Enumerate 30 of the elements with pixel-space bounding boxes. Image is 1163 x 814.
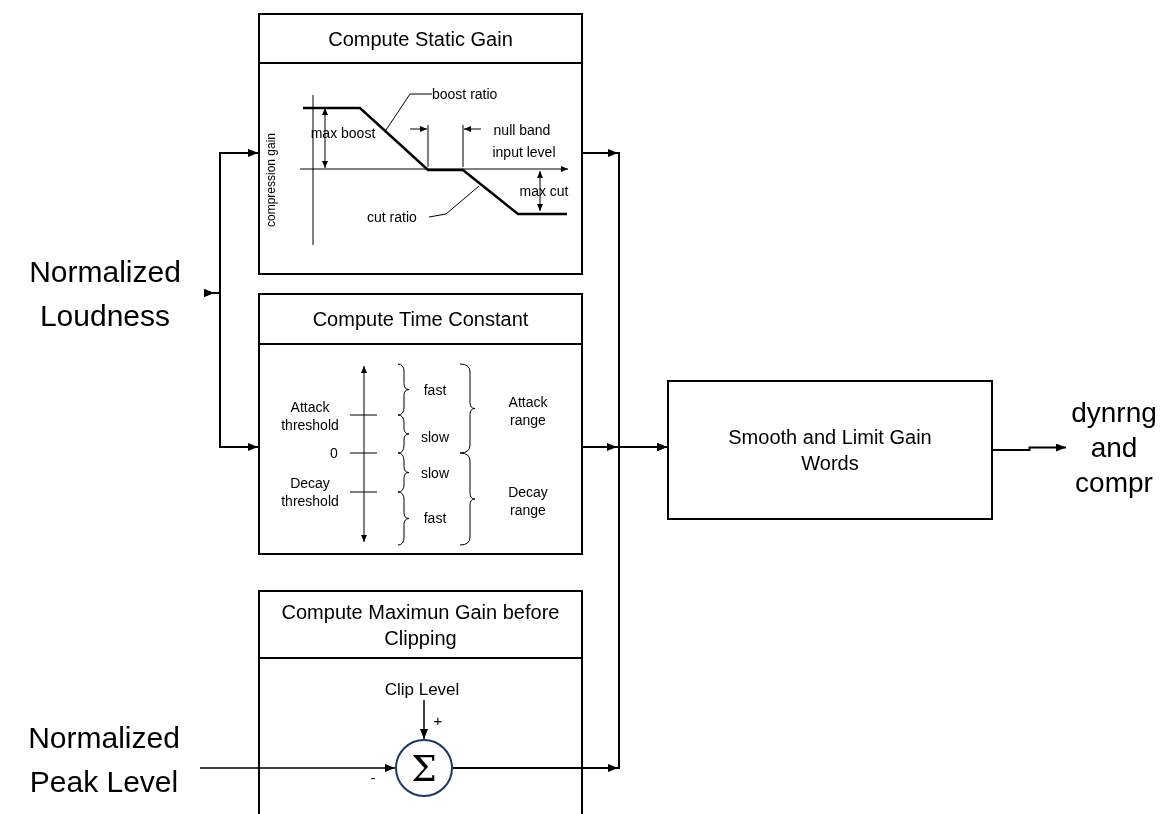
dimension-label: max cut — [518, 182, 570, 200]
speed-label: fast — [422, 509, 448, 527]
scale-value: 0 — [329, 444, 339, 462]
summing-junction: Σ — [395, 739, 453, 797]
dimension-label: max boost — [309, 124, 377, 142]
sign-label: + — [432, 713, 444, 729]
callout-text: cut ratio — [367, 207, 429, 227]
callout-text: boost ratio — [432, 84, 516, 104]
threshold-label: Decay threshold — [280, 474, 340, 510]
threshold-label: Attack threshold — [280, 398, 340, 434]
range-label: Decay range — [507, 483, 549, 519]
process-box: Smooth and Limit Gain Words — [667, 380, 993, 520]
sign-label: - — [369, 770, 377, 786]
block-heading: Compute Maximun Gain before Clipping — [260, 592, 581, 659]
axis-label: input level — [491, 143, 557, 161]
speed-label: slow — [420, 464, 450, 482]
speed-label: fast — [422, 381, 448, 399]
speed-label: slow — [420, 428, 450, 446]
dimension-label: null band — [492, 121, 552, 139]
block-heading: Compute Time Constant — [260, 295, 581, 345]
input-label: Clip Level — [379, 678, 465, 700]
output-label: dynrng and compr — [1066, 395, 1162, 500]
process-block — [258, 590, 583, 814]
input-label: Normalized Peak Level — [8, 716, 200, 806]
input-label: Normalized Loudness — [5, 250, 205, 336]
block-heading: Compute Static Gain — [260, 15, 581, 64]
process-block — [258, 293, 583, 555]
axis-label: compression gain — [263, 131, 279, 230]
process-block — [258, 13, 583, 275]
range-label: Attack range — [507, 393, 549, 429]
